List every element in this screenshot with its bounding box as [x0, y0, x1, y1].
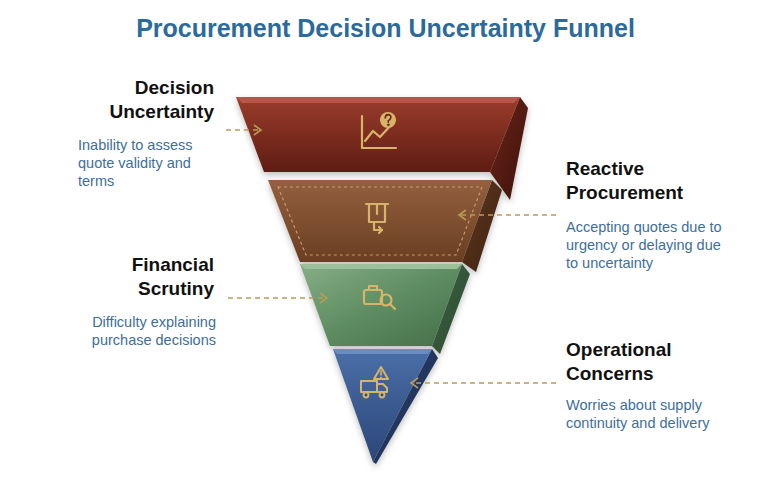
funnel-layer-shape [300, 264, 470, 354]
layer-front-face [333, 349, 432, 462]
stage-description: Inability to assess quote validity and t… [78, 136, 218, 190]
funnel-layer-shape [333, 349, 438, 464]
layer-front-face [300, 264, 462, 346]
layer-front-face [268, 180, 492, 262]
stage-heading: Decision Uncertainty [90, 76, 214, 124]
layer-top-bevel [300, 264, 462, 269]
stage-description: Worries about supply continuity and deli… [566, 396, 744, 432]
layer-top-bevel [236, 97, 520, 103]
funnel-layer: Operational ConcernsWorries about supply… [333, 349, 438, 464]
leader-line [228, 297, 326, 299]
stage-heading: Financial Scrutiny [90, 253, 214, 301]
funnel-layer: Reactive ProcurementAccepting quotes due… [268, 180, 502, 272]
funnel-layer-shape [268, 180, 502, 272]
layer-front-face [236, 97, 520, 172]
stage-heading: Operational Concerns [566, 338, 746, 386]
stage-heading: Reactive Procurement [566, 157, 746, 205]
diagram-title: Procurement Decision Uncertainty Funnel [0, 14, 771, 43]
funnel-layer: Financial ScrutinyDifficulty explaining … [300, 264, 470, 354]
layer-top-bevel [333, 349, 432, 354]
stage-description: Accepting quotes due to urgency or delay… [566, 218, 726, 272]
stage-description: Difficulty explaining purchase decisions [56, 313, 216, 349]
leader-line [412, 382, 556, 384]
leather-stitching [278, 187, 482, 255]
